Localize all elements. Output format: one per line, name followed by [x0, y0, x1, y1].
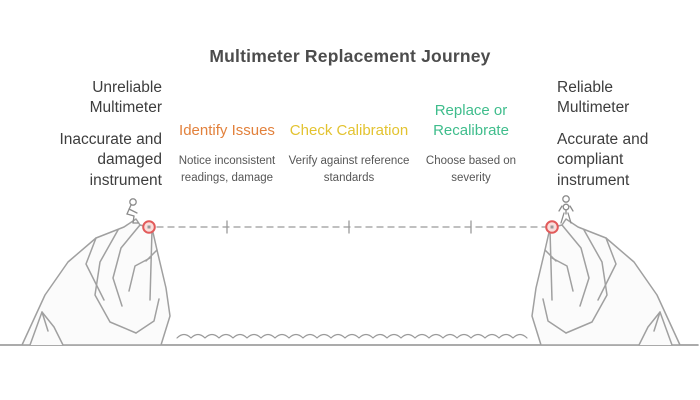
- end-state-block: Reliable Multimeter Accurate and complia…: [557, 78, 685, 191]
- step-label: Replace or Recalibrate: [433, 101, 509, 139]
- start-state-block: Unreliable Multimeter Inaccurate and dam…: [26, 78, 162, 191]
- step-label: Identify Issues: [179, 121, 275, 139]
- step-description: Choose based on severity: [425, 155, 517, 185]
- step-check-calibration: Check Calibration Verify against referen…: [283, 84, 415, 188]
- climber-figure-right: [558, 195, 574, 224]
- step-identify-issues: Identify Issues Notice inconsistent read…: [161, 84, 293, 188]
- end-state-title: Reliable Multimeter: [557, 79, 630, 117]
- step-label: Check Calibration: [289, 121, 409, 139]
- step-replace-recalibrate: Replace or Recalibrate Choose based on s…: [405, 84, 537, 188]
- right-cliff: [531, 218, 681, 346]
- rope-anchor-left: [142, 220, 156, 234]
- water-waves: [176, 333, 528, 339]
- step-description: Verify against reference standards: [288, 155, 410, 185]
- start-state-description: Inaccurate and damaged instrument: [59, 130, 162, 189]
- end-state-description: Accurate and compliant instrument: [557, 130, 649, 189]
- start-state-title: Unreliable Multimeter: [89, 79, 162, 117]
- left-cliff: [21, 218, 171, 346]
- climber-figure-left: [126, 198, 139, 224]
- rope-anchor-right: [545, 220, 559, 234]
- step-description: Notice inconsistent readings, damage: [178, 155, 276, 185]
- page-title: Multimeter Replacement Journey: [209, 46, 491, 66]
- rope-dashed-line: [156, 220, 546, 234]
